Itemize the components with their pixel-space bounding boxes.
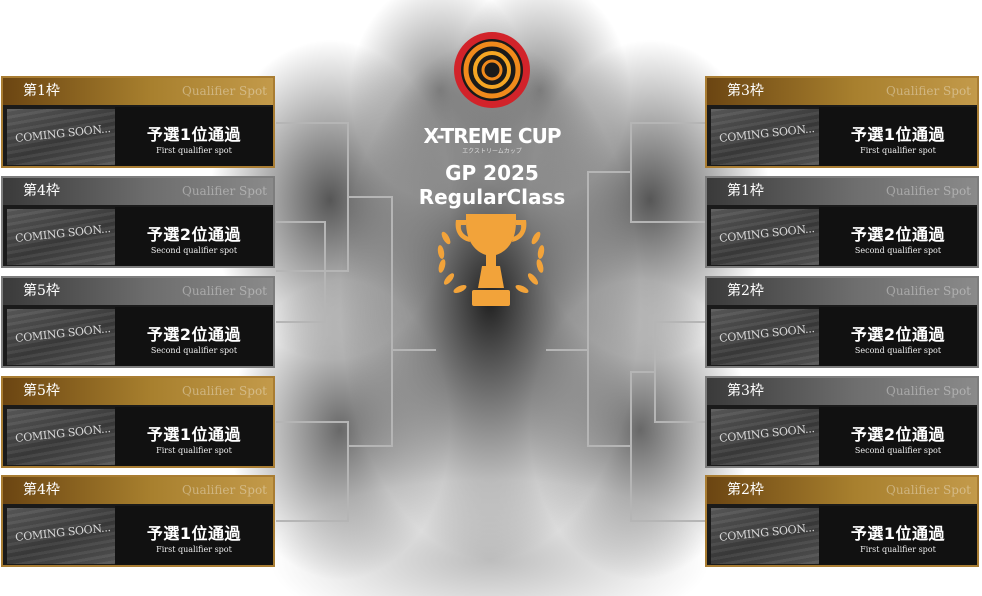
- slot-card[interactable]: 第3枠 Qualifier Spot COMING SOON... 予選2位通過 S…: [705, 376, 979, 468]
- placeholder-image: COMING SOON...: [7, 109, 115, 165]
- slot-description: First qualifier spot: [860, 545, 936, 554]
- placeholder-image: COMING SOON...: [7, 409, 115, 465]
- slot-subtitle: Qualifier Spot: [181, 184, 267, 198]
- slot-title: 予選2位通過: [850, 325, 946, 344]
- slot-header: 第3枠 Qualifier Spot: [707, 378, 977, 405]
- slot-subtitle: Qualifier Spot: [885, 184, 971, 198]
- slot-number: 第1枠: [23, 83, 60, 99]
- slot-subtitle: Qualifier Spot: [885, 284, 971, 298]
- placeholder-image: COMING SOON...: [7, 209, 115, 265]
- slot-title: 予選2位通過: [146, 325, 242, 344]
- slot-title: 予選1位通過: [850, 524, 946, 543]
- slot-card[interactable]: 第2枠 Qualifier Spot COMING SOON... 予選1位通過 F…: [705, 475, 979, 567]
- slot-subtitle: Qualifier Spot: [181, 384, 267, 398]
- slot-description: First qualifier spot: [156, 446, 232, 455]
- trophy-icon: [437, 214, 545, 306]
- slot-title: 予選2位通過: [850, 225, 946, 244]
- slot-title: 予選2位通過: [146, 225, 242, 244]
- slot-card[interactable]: 第3枠 Qualifier Spot COMING SOON... 予選1位通過 F…: [705, 76, 979, 168]
- coming-soon-label: COMING SOON...: [718, 521, 816, 544]
- slot-description: Second qualifier spot: [854, 246, 942, 255]
- slot-card[interactable]: 第5枠 Qualifier Spot COMING SOON... 予選1位通過 F…: [1, 376, 275, 468]
- brand-kana: エクストリームカップ: [462, 148, 522, 155]
- slot-description: First qualifier spot: [860, 146, 936, 155]
- slot-description: Second qualifier spot: [150, 346, 238, 355]
- slot-subtitle: Qualifier Spot: [181, 483, 267, 497]
- slot-card[interactable]: 第4枠 Qualifier Spot COMING SOON... 予選2位通過 S…: [1, 176, 275, 268]
- slot-title: 予選2位通過: [850, 425, 946, 444]
- slot-subtitle: Qualifier Spot: [181, 84, 267, 98]
- brand-name: X-TREME CUP: [423, 124, 562, 148]
- slot-card[interactable]: 第2枠 Qualifier Spot COMING SOON... 予選2位通過 S…: [705, 276, 979, 368]
- slot-description: First qualifier spot: [156, 545, 232, 554]
- slot-number: 第4枠: [23, 482, 60, 498]
- slot-title: 予選1位通過: [146, 425, 242, 444]
- placeholder-image: COMING SOON...: [7, 508, 115, 564]
- slot-header: 第5枠 Qualifier Spot: [3, 278, 273, 305]
- coming-soon-label: COMING SOON...: [718, 222, 816, 245]
- coming-soon-label: COMING SOON...: [718, 422, 816, 445]
- slot-header: 第4枠 Qualifier Spot: [3, 477, 273, 504]
- slot-number: 第4枠: [23, 183, 60, 199]
- slot-header: 第1枠 Qualifier Spot: [707, 178, 977, 205]
- placeholder-image: COMING SOON...: [7, 309, 115, 365]
- placeholder-image: COMING SOON...: [711, 409, 819, 465]
- slot-header: 第1枠 Qualifier Spot: [3, 78, 273, 105]
- slot-description: Second qualifier spot: [150, 246, 238, 255]
- slot-header: 第3枠 Qualifier Spot: [707, 78, 977, 105]
- event-logo: X-TREME CUP エクストリームカップ GP 2025 RegularCl…: [412, 26, 572, 209]
- slot-header: 第2枠 Qualifier Spot: [707, 477, 977, 504]
- slot-number: 第2枠: [727, 482, 764, 498]
- slot-description: Second qualifier spot: [854, 446, 942, 455]
- slot-number: 第1枠: [727, 183, 764, 199]
- slot-title: 予選1位通過: [146, 524, 242, 543]
- coming-soon-label: COMING SOON...: [14, 122, 112, 145]
- coming-soon-label: COMING SOON...: [14, 222, 112, 245]
- slot-header: 第4枠 Qualifier Spot: [3, 178, 273, 205]
- placeholder-image: COMING SOON...: [711, 209, 819, 265]
- slot-subtitle: Qualifier Spot: [885, 483, 971, 497]
- coming-soon-label: COMING SOON...: [14, 521, 112, 544]
- slot-card[interactable]: 第5枠 Qualifier Spot COMING SOON... 予選2位通過 S…: [1, 276, 275, 368]
- event-year: GP 2025: [445, 161, 539, 185]
- placeholder-image: COMING SOON...: [711, 109, 819, 165]
- slot-number: 第2枠: [727, 283, 764, 299]
- slot-subtitle: Qualifier Spot: [885, 84, 971, 98]
- slot-card[interactable]: 第1枠 Qualifier Spot COMING SOON... 予選1位通過 F…: [1, 76, 275, 168]
- event-class: RegularClass: [418, 185, 566, 209]
- slot-card[interactable]: 第4枠 Qualifier Spot COMING SOON... 予選1位通過 F…: [1, 475, 275, 567]
- coming-soon-label: COMING SOON...: [718, 322, 816, 345]
- placeholder-image: COMING SOON...: [711, 508, 819, 564]
- slot-title: 予選1位通過: [850, 125, 946, 144]
- slot-card[interactable]: 第1枠 Qualifier Spot COMING SOON... 予選2位通過 S…: [705, 176, 979, 268]
- cup-emblem-icon: [454, 32, 530, 108]
- placeholder-image: COMING SOON...: [711, 309, 819, 365]
- slot-number: 第5枠: [23, 283, 60, 299]
- slot-number: 第3枠: [727, 83, 764, 99]
- slot-title: 予選1位通過: [146, 125, 242, 144]
- slot-subtitle: Qualifier Spot: [181, 284, 267, 298]
- slot-description: First qualifier spot: [156, 146, 232, 155]
- slot-number: 第3枠: [727, 383, 764, 399]
- slot-number: 第5枠: [23, 383, 60, 399]
- coming-soon-label: COMING SOON...: [14, 422, 112, 445]
- slot-description: Second qualifier spot: [854, 346, 942, 355]
- coming-soon-label: COMING SOON...: [14, 322, 112, 345]
- slot-header: 第2枠 Qualifier Spot: [707, 278, 977, 305]
- slot-subtitle: Qualifier Spot: [885, 384, 971, 398]
- slot-header: 第5枠 Qualifier Spot: [3, 378, 273, 405]
- coming-soon-label: COMING SOON...: [718, 122, 816, 145]
